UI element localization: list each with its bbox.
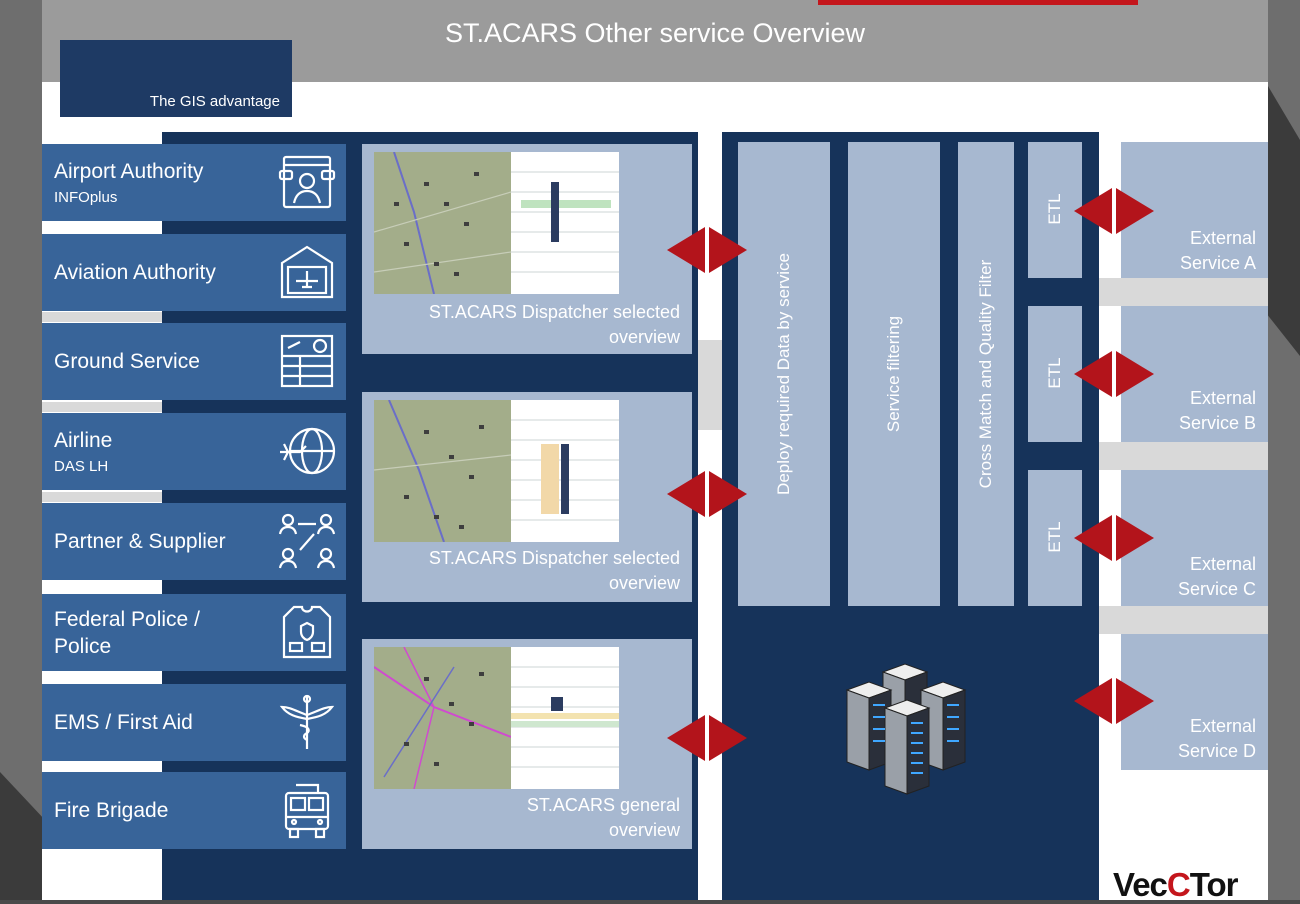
map-thumbnail bbox=[374, 400, 511, 542]
stakeholder-title: Partner & Supplier bbox=[54, 530, 226, 553]
logo-text-part: Tor bbox=[1189, 866, 1239, 903]
connector-bar bbox=[1099, 606, 1268, 634]
connector-bar bbox=[698, 340, 722, 430]
dispatcher-panel: ST.ACARS Dispatcher selected overview bbox=[362, 144, 692, 354]
server-cluster-icon bbox=[845, 663, 967, 795]
column-label: Cross Match and Quality Filter bbox=[976, 259, 995, 489]
connector-bar bbox=[1099, 442, 1268, 470]
connector-bar bbox=[42, 312, 162, 322]
stakeholder-ems-first-aid: EMS / First Aid bbox=[42, 684, 346, 761]
screenshot-thumbnail bbox=[374, 152, 619, 294]
external-label: External Service A bbox=[1180, 226, 1256, 276]
bidirectional-arrow-icon bbox=[667, 471, 747, 517]
page-title: ST.ACARS Other service Overview bbox=[444, 18, 866, 48]
stakeholder-airline: Airline DAS LH bbox=[42, 413, 346, 490]
dispatcher-panel: ST.ACARS Dispatcher selected overview bbox=[362, 392, 692, 602]
left-frame-border bbox=[0, 0, 42, 900]
globe-plane-icon bbox=[280, 427, 336, 475]
police-vest-icon bbox=[282, 605, 332, 659]
stakeholder-fire-brigade: Fire Brigade bbox=[42, 772, 346, 849]
stakeholder-title: Airport Authority bbox=[54, 160, 204, 183]
stakeholder-partner-supplier: Partner & Supplier bbox=[42, 503, 346, 580]
cross-match-column: Cross Match and Quality Filter bbox=[958, 142, 1014, 606]
column-label: Service filtering bbox=[884, 315, 903, 433]
screenshot-thumbnail bbox=[374, 647, 619, 789]
etl-box: ETL bbox=[1028, 306, 1082, 442]
table-thumbnail bbox=[511, 647, 619, 789]
connector-bar bbox=[42, 402, 162, 412]
external-label-line1: External bbox=[1189, 554, 1256, 574]
table-thumbnail bbox=[511, 400, 619, 542]
panel-caption: ST.ACARS Dispatcher selected overview bbox=[429, 300, 680, 350]
partnership-icon bbox=[278, 513, 336, 569]
etl-label: ETL bbox=[1045, 193, 1064, 225]
table-thumbnail bbox=[511, 152, 619, 294]
stakeholder-ground-service: Ground Service bbox=[42, 323, 346, 400]
hangar-icon bbox=[280, 245, 334, 299]
bidirectional-arrow-icon bbox=[1074, 188, 1154, 234]
logo-text-part: C bbox=[1166, 866, 1191, 903]
panel-caption-line2: overview bbox=[608, 327, 680, 347]
stakeholder-aviation-authority: Aviation Authority bbox=[42, 234, 346, 311]
stakeholder-airport-authority: Airport Authority INFOplus bbox=[42, 144, 346, 221]
flight-board-icon bbox=[280, 334, 334, 388]
stakeholder-title: Ground Service bbox=[54, 350, 200, 373]
external-label-line1: External bbox=[1189, 716, 1256, 736]
etl-box: ETL bbox=[1028, 470, 1082, 606]
panel-caption-line1: ST.ACARS Dispatcher selected bbox=[428, 548, 680, 568]
bidirectional-arrow-icon bbox=[667, 715, 747, 761]
bidirectional-arrow-icon bbox=[667, 227, 747, 273]
external-label-line2: Service C bbox=[1177, 579, 1256, 599]
stakeholder-title: Airline bbox=[54, 429, 113, 452]
connector-bar bbox=[42, 492, 162, 502]
external-label: External Service C bbox=[1178, 552, 1256, 602]
external-label-line2: Service B bbox=[1178, 413, 1256, 433]
bidirectional-arrow-icon bbox=[1074, 515, 1154, 561]
header-accent-bar bbox=[818, 0, 1138, 5]
gis-box bbox=[60, 40, 292, 117]
external-label: External Service B bbox=[1179, 386, 1256, 436]
stakeholder-title: Federal Police / bbox=[54, 608, 200, 631]
screenshot-thumbnail bbox=[374, 400, 619, 542]
stakeholder-title-line2: Police bbox=[54, 635, 112, 658]
deploy-data-column: Deploy required Data by service bbox=[738, 142, 830, 606]
stakeholder-title: EMS / First Aid bbox=[54, 711, 193, 734]
logo-text-part: Vec bbox=[1113, 866, 1168, 903]
connector-bar bbox=[1099, 278, 1268, 306]
stakeholder-title: Fire Brigade bbox=[54, 799, 169, 822]
decorative-corner bbox=[1268, 86, 1300, 356]
external-label-line1: External bbox=[1189, 388, 1256, 408]
stakeholder-subtitle: INFOplus bbox=[54, 189, 118, 206]
stakeholder-federal-police: Federal Police / Police bbox=[42, 594, 346, 671]
caduceus-icon bbox=[279, 694, 335, 749]
service-filtering-column: Service filtering bbox=[848, 142, 940, 606]
stakeholder-subtitle: DAS LH bbox=[54, 458, 109, 475]
panel-caption: ST.ACARS Dispatcher selected overview bbox=[429, 546, 680, 596]
bidirectional-arrow-icon bbox=[1074, 351, 1154, 397]
bidirectional-arrow-icon bbox=[1074, 678, 1154, 724]
etl-box: ETL bbox=[1028, 142, 1082, 278]
external-label-line2: Service D bbox=[1177, 741, 1256, 761]
panel-caption: ST.ACARS general overview bbox=[527, 793, 680, 843]
etl-label: ETL bbox=[1045, 521, 1064, 553]
external-label-line2: Service A bbox=[1179, 253, 1256, 273]
external-label: External Service D bbox=[1178, 714, 1256, 764]
dispatcher-panel: ST.ACARS general overview bbox=[362, 639, 692, 849]
external-label-line1: External bbox=[1189, 228, 1256, 248]
panel-caption-line2: overview bbox=[608, 573, 680, 593]
etl-label: ETL bbox=[1045, 357, 1064, 389]
external-service-c: External Service C bbox=[1121, 470, 1268, 606]
stakeholder-title: Aviation Authority bbox=[54, 261, 216, 284]
map-thumbnail bbox=[374, 647, 511, 789]
fire-truck-icon bbox=[284, 783, 330, 839]
panel-caption-line1: ST.ACARS Dispatcher selected bbox=[428, 302, 680, 322]
operator-screen-icon bbox=[278, 155, 336, 209]
vecctor-logo: VecCTor bbox=[1113, 866, 1239, 904]
panel-caption-line1: ST.ACARS general bbox=[526, 795, 680, 815]
map-thumbnail bbox=[374, 152, 511, 294]
column-label: Deploy required Data by service bbox=[774, 253, 793, 495]
gis-label: The GIS advantage bbox=[149, 93, 280, 110]
panel-caption-line2: overview bbox=[608, 820, 680, 840]
